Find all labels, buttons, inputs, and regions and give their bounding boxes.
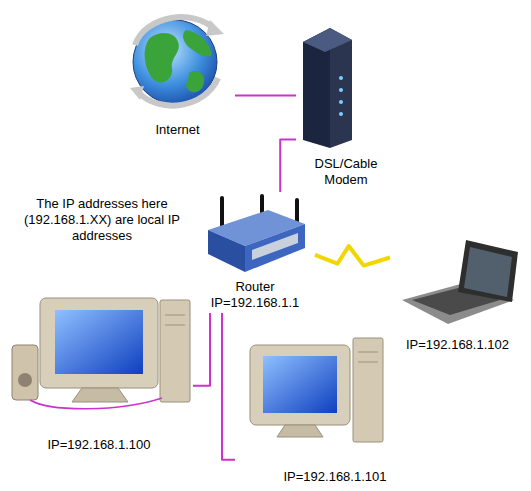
router-icon [208,196,305,272]
network-cable [280,140,296,192]
device-label: Router [235,279,274,295]
modem-icon [303,28,352,148]
network-cable [222,313,235,460]
globe-icon [130,17,224,106]
device-label: IP=192.168.1.1 [211,295,300,311]
device-label: IP=192.168.1.101 [283,469,386,485]
router-node: RouterIP=192.168.1.1 [195,192,315,313]
device-label: IP=192.168.1.102 [406,337,509,353]
device-label: Internet [155,122,199,138]
network-cable [235,94,296,96]
desktop-pc-icon [12,298,190,409]
device-label: IP=192.168.1.100 [47,437,150,453]
modem-node: DSL/Cable Modem [296,22,396,190]
desktop-node: IP=192.168.1.101 [235,335,435,487]
laptop-icon [402,240,518,324]
network-cable [193,313,210,386]
wireless-link [315,246,390,266]
device-label: DSL/Cable Modem [306,156,386,188]
note-text: The IP addresses here (192.168.1.XX) are… [18,196,186,244]
laptop-node: IP=192.168.1.102 [390,230,525,355]
internet-node: Internet [120,5,235,140]
desktop-node: IP=192.168.1.100 [5,290,193,455]
desktop-pc-icon [250,338,383,442]
